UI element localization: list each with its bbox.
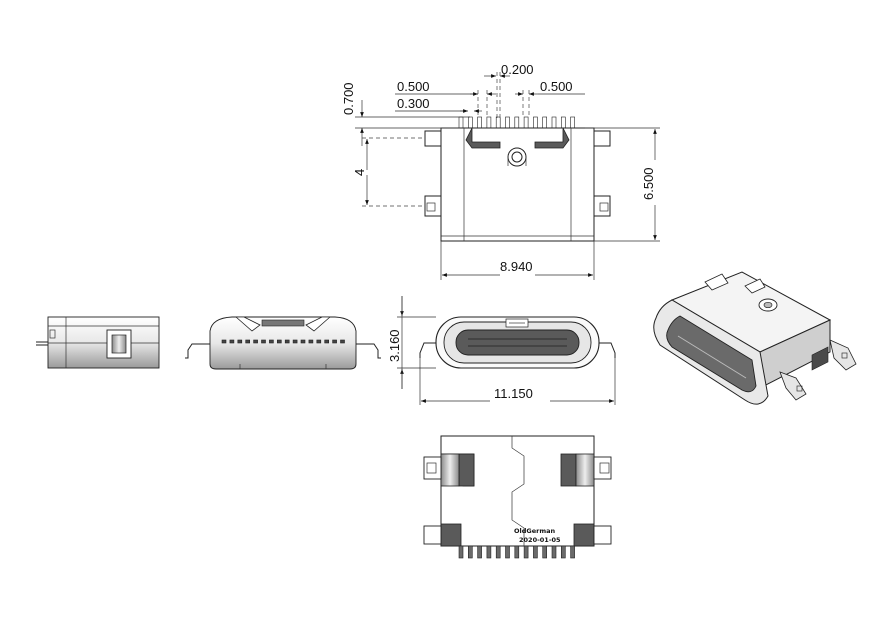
back-pin	[308, 339, 314, 344]
bottom-pin	[514, 545, 520, 559]
date-label: 2020-01-05	[519, 536, 561, 544]
top-tab-right-upper	[593, 130, 611, 147]
top-hole-outer	[507, 147, 527, 167]
bottom-pin	[477, 545, 482, 559]
top-tab-right-lower	[593, 195, 611, 217]
top-left-pad	[465, 127, 501, 149]
top-pin	[467, 116, 473, 129]
bottom-pin	[458, 545, 464, 559]
top-pin	[505, 116, 510, 129]
bottom-pin	[486, 545, 492, 559]
bottom-pin	[542, 545, 548, 559]
top-pin	[560, 116, 566, 129]
top-pin	[486, 116, 492, 129]
back-pin	[324, 339, 330, 344]
back-pin	[261, 339, 266, 344]
top-pin	[495, 116, 501, 129]
back-pin	[237, 339, 243, 344]
dim-pin-length: 0.700	[341, 82, 356, 115]
back-view	[185, 316, 381, 370]
author-label: OldGerman	[514, 527, 556, 535]
back-pin	[300, 339, 306, 344]
bottom-pin	[495, 545, 501, 559]
bottom-pin	[533, 545, 538, 559]
back-pin	[284, 339, 290, 344]
dim-pad-right: 0.500	[540, 79, 573, 94]
back-pin	[253, 339, 258, 344]
bottom-pin	[467, 545, 473, 559]
bottom-pin	[560, 545, 566, 559]
back-pin	[221, 339, 227, 344]
dim-body-width: 8.940	[500, 259, 533, 274]
top-tab-left-upper	[424, 130, 442, 147]
side-view	[36, 316, 160, 369]
dim-overall-width: 11.150	[494, 386, 533, 401]
top-hole-inner	[511, 151, 523, 163]
dim-height: 3.160	[387, 329, 402, 362]
bottom-pin	[523, 545, 529, 559]
bottom-pin	[570, 545, 575, 559]
top-pin	[458, 116, 464, 129]
bottom-view: OldGerman 2020-01-05	[423, 435, 612, 559]
top-pin	[570, 116, 575, 129]
top-view: 0.200 0.500 0.500 0.300 0.700 4	[341, 62, 660, 280]
back-pin	[276, 339, 282, 344]
top-right-pad	[534, 127, 570, 149]
front-tongue	[455, 329, 580, 356]
bottom-pins	[458, 545, 575, 559]
dim-pad-width: 0.300	[397, 96, 430, 111]
front-view: 3.160 11.150	[387, 296, 616, 405]
top-pin	[514, 116, 520, 129]
top-tab-left-lower	[424, 195, 442, 217]
dim-length: 6.500	[641, 167, 656, 200]
bottom-pin	[505, 545, 510, 559]
back-pins	[221, 339, 345, 344]
dim-pitch: 0.200	[501, 62, 534, 77]
top-pin	[477, 116, 482, 129]
back-pin	[245, 339, 250, 344]
back-pin	[292, 339, 298, 344]
top-pins	[458, 116, 575, 129]
dim-pad-left: 0.500	[397, 79, 430, 94]
back-pin	[332, 339, 337, 344]
back-pin	[229, 339, 235, 344]
top-pin	[533, 116, 538, 129]
top-pin	[523, 116, 529, 129]
dim-tab-spacing: 4	[352, 169, 367, 176]
isometric-view	[653, 271, 857, 405]
back-pin	[340, 339, 345, 344]
bottom-pin	[551, 545, 557, 559]
back-pin	[269, 339, 274, 344]
top-body-outline	[440, 127, 595, 242]
top-pin	[551, 116, 557, 129]
top-pin	[542, 116, 548, 129]
back-pin	[316, 339, 322, 344]
